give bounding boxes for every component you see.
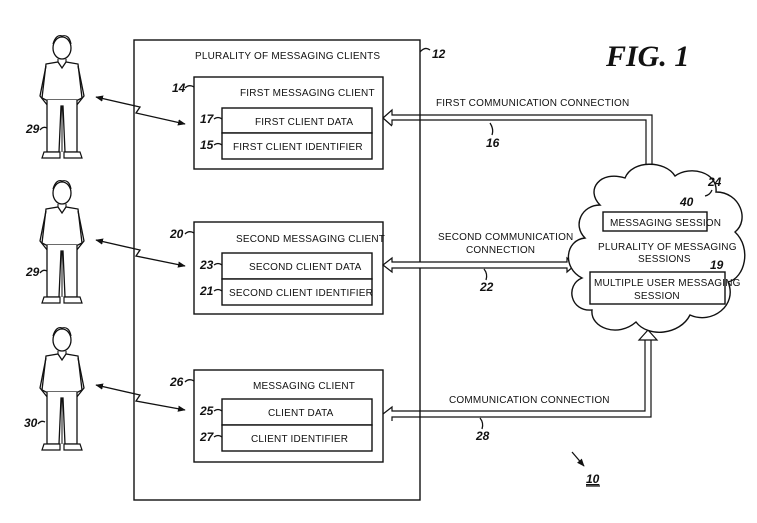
- connection-label-line2: CONNECTION: [466, 245, 535, 256]
- client-data-box: [221, 252, 373, 280]
- multiple-user-session-line1: MULTIPLE USER MESSAGING: [594, 278, 741, 289]
- figure-title: FIG. 1: [605, 40, 689, 73]
- client-identifier-ref: 21: [199, 284, 214, 298]
- container-title: PLURALITY OF MESSAGING CLIENTS: [195, 51, 380, 62]
- client-identifier-box: [221, 424, 373, 452]
- messaging-sessions-cloud: 24 MESSAGING SESSION 40 PLURALITY OF MES…: [567, 163, 746, 333]
- client-identifier-label: FIRST CLIENT IDENTIFIER: [233, 142, 363, 153]
- messaging-session-ref: 40: [679, 195, 694, 209]
- plurality-label-line2: SESSIONS: [638, 254, 691, 265]
- multiple-user-session-line2: SESSION: [634, 291, 680, 302]
- client-data-ref: 23: [199, 258, 214, 272]
- user-3-link: [95, 383, 186, 412]
- first-messaging-client: FIRST MESSAGING CLIENT FIRST CLIENT DATA…: [172, 76, 384, 170]
- messaging-client: MESSAGING CLIENT CLIENT DATA CLIENT IDEN…: [169, 369, 384, 463]
- client-title: SECOND MESSAGING CLIENT: [236, 234, 385, 245]
- client-identifier-label: SECOND CLIENT IDENTIFIER: [229, 288, 373, 299]
- connection-ref: 16: [486, 136, 500, 150]
- user-1-link: [95, 95, 186, 126]
- user-2-link: [95, 238, 186, 268]
- multiple-user-session-ref: 19: [710, 258, 724, 272]
- client-data-label: FIRST CLIENT DATA: [255, 117, 353, 128]
- first-communication-connection: FIRST COMMUNICATION CONNECTION 16: [382, 98, 660, 179]
- user-1-figure: [39, 35, 85, 159]
- system-ref-arrow: [571, 451, 585, 467]
- container-ref: 12: [432, 47, 446, 61]
- client-data-ref: 25: [199, 404, 214, 418]
- user-2-ref: 29: [25, 265, 40, 279]
- client-identifier-box: [221, 132, 373, 160]
- connection-label: FIRST COMMUNICATION CONNECTION: [436, 98, 629, 109]
- system-ref: 10: [586, 472, 600, 486]
- client-title: FIRST MESSAGING CLIENT: [240, 88, 375, 99]
- connection-label: COMMUNICATION CONNECTION: [449, 395, 610, 406]
- connection-ref: 22: [479, 280, 494, 294]
- plurality-label-line1: PLURALITY OF MESSAGING: [598, 242, 737, 253]
- user-1-ref: 29: [25, 122, 40, 136]
- client-ref: 20: [169, 227, 184, 241]
- messaging-session-label: MESSAGING SESSION: [610, 218, 721, 229]
- user-3-ref: 30: [24, 416, 38, 430]
- user-3-figure: [39, 327, 85, 451]
- client-data-ref: 17: [200, 112, 215, 126]
- communication-connection: COMMUNICATION CONNECTION 28: [382, 329, 659, 443]
- user-2-figure: [39, 180, 85, 304]
- second-messaging-client: SECOND MESSAGING CLIENT SECOND CLIENT DA…: [169, 221, 385, 315]
- connection-label-line1: SECOND COMMUNICATION: [438, 232, 573, 243]
- multiple-user-session-box: [589, 271, 726, 305]
- container-ref-leader: [419, 47, 431, 53]
- messaging-session-box: [602, 211, 708, 232]
- cloud-ref: 24: [707, 175, 722, 189]
- client-data-label: CLIENT DATA: [268, 408, 334, 419]
- connection-ref: 28: [475, 429, 490, 443]
- client-data-label: SECOND CLIENT DATA: [249, 262, 362, 273]
- client-title: MESSAGING CLIENT: [253, 381, 355, 392]
- client-identifier-ref: 15: [200, 138, 214, 152]
- client-identifier-box: [221, 278, 373, 306]
- client-identifier-label: CLIENT IDENTIFIER: [251, 434, 348, 445]
- client-ref: 26: [169, 375, 184, 389]
- client-ref: 14: [172, 81, 186, 95]
- client-identifier-ref: 27: [199, 430, 215, 444]
